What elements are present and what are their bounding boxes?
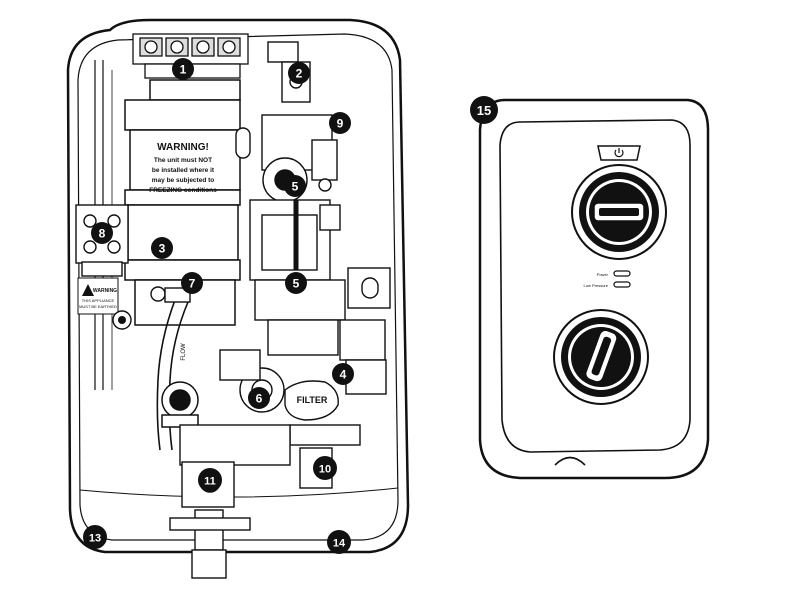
svg-text:4: 4 (340, 368, 347, 382)
callout-8: 8 (91, 222, 113, 244)
svg-text:MUST BE EARTHED: MUST BE EARTHED (79, 304, 117, 309)
callout-11: 11 (198, 468, 222, 492)
svg-text:The unit must NOT: The unit must NOT (154, 157, 212, 164)
callout-4: 4 (332, 363, 354, 385)
callout-3: 3 (151, 237, 173, 259)
freeze-warning-label: WARNING! The unit must NOT be installed … (149, 142, 217, 194)
callout-7: 7 (181, 272, 203, 294)
svg-text:FREEZING conditions: FREEZING conditions (149, 187, 217, 194)
callout-5-lower: 5 (285, 272, 307, 294)
svg-text:WARNING!: WARNING! (157, 142, 209, 153)
callout-2: 2 (288, 62, 310, 84)
callout-6: 6 (248, 387, 270, 409)
svg-text:6: 6 (256, 392, 263, 406)
svg-text:THIS APPLIANCE: THIS APPLIANCE (82, 298, 115, 303)
svg-text:14: 14 (333, 538, 346, 550)
callout-14: 14 (327, 530, 351, 554)
svg-text:5: 5 (292, 180, 299, 194)
svg-text:be installed where it: be installed where it (152, 167, 215, 174)
heater-tank (124, 79, 241, 326)
power-dial[interactable] (553, 309, 649, 405)
svg-text:11: 11 (204, 476, 216, 488)
svg-text:may be subjected to: may be subjected to (152, 177, 215, 184)
svg-text:8: 8 (99, 227, 106, 241)
power-button[interactable] (597, 145, 641, 161)
svg-text:13: 13 (89, 533, 101, 545)
callout-1: 1 (172, 58, 194, 80)
low-pressure-indicator-label: Low Pressure (584, 283, 609, 288)
svg-text:5: 5 (293, 277, 300, 291)
status-indicators: Power Low Pressure (584, 270, 631, 288)
callout-9: 9 (329, 112, 351, 134)
filter-label: FILTER (297, 395, 328, 405)
callout-15: 15 (470, 96, 498, 124)
pressure-relief-device (150, 286, 191, 303)
terminal-block (132, 33, 249, 79)
callout-13: 13 (83, 525, 107, 549)
svg-text:2: 2 (296, 67, 303, 81)
svg-text:9: 9 (337, 117, 344, 131)
flow-label: FLOW (181, 343, 187, 361)
front-cover (478, 98, 710, 480)
callout-10: 10 (313, 456, 337, 480)
svg-text:15: 15 (477, 103, 491, 118)
earth-warning-sticker: WARNING THIS APPLIANCE MUST BE EARTHED (77, 277, 132, 330)
svg-text:1: 1 (180, 63, 187, 77)
power-indicator-label: Power (597, 272, 609, 277)
svg-text:3: 3 (159, 242, 166, 256)
power-icon (614, 148, 624, 158)
temperature-dial[interactable] (571, 164, 667, 260)
svg-text:10: 10 (319, 464, 331, 476)
outlet-hose (156, 299, 189, 451)
svg-text:7: 7 (189, 277, 196, 291)
callout-markers: 1 2 3 4 5 5 6 7 (83, 58, 498, 554)
outlet-connector (161, 381, 199, 428)
svg-text:WARNING: WARNING (93, 288, 117, 294)
callout-5-upper: 5 (284, 175, 306, 197)
